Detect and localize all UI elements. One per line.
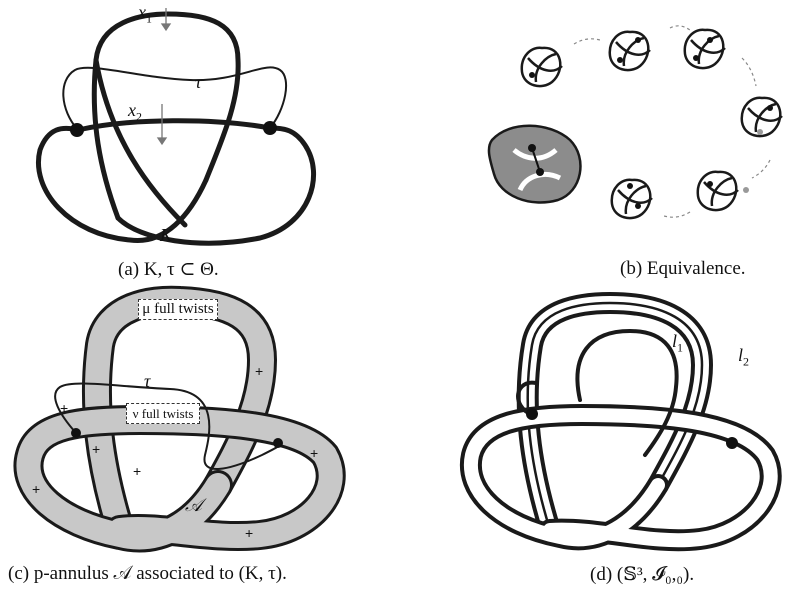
plus-1: + xyxy=(60,400,69,416)
panel-d: l1 l2 (d) (𝕊³, 𝓘₀,₀). xyxy=(440,291,796,593)
knot-theta-diagram xyxy=(36,8,316,246)
edge-x2 xyxy=(75,118,273,133)
knot-stage-4 xyxy=(740,96,784,138)
label-x1: x1 xyxy=(138,2,152,26)
plus-7: + xyxy=(310,445,319,461)
vertex-left xyxy=(70,123,84,137)
vertex-right-d xyxy=(726,437,738,449)
plus-5: + xyxy=(32,481,41,497)
knot-right-lobe xyxy=(115,125,316,246)
knot-stage-3 xyxy=(683,28,727,70)
caption-b: (b) Equivalence. xyxy=(620,258,746,279)
box-mu-twists: μ full twists xyxy=(138,299,218,320)
panel-b: (b) Equivalence. xyxy=(470,0,796,290)
knot-left-lobe xyxy=(36,125,209,244)
caption-c: (c) p-annulus 𝒜 associated to (K, τ). xyxy=(8,563,287,584)
knot-diagonal-1 xyxy=(93,57,188,228)
vertex-left-d xyxy=(526,408,538,420)
label-x2: x2 xyxy=(128,100,142,124)
knot-final-shaded xyxy=(487,124,582,204)
curve-l1 xyxy=(575,328,679,457)
knot-stage-5 xyxy=(696,170,749,212)
plus-3: + xyxy=(92,441,101,457)
label-annulus: 𝒜 xyxy=(185,495,203,515)
annulus-diagram xyxy=(13,285,346,553)
plus-4: + xyxy=(133,463,142,479)
plus-2: + xyxy=(255,363,264,379)
knot-top-arc xyxy=(91,11,241,221)
plus-6: + xyxy=(245,525,254,541)
label-K: K xyxy=(160,225,173,245)
tau-arc xyxy=(54,382,281,470)
panel-a: x1 τ x2 K (a) K, τ ⊂ Θ. xyxy=(0,0,400,290)
knot-stage-1 xyxy=(520,46,564,88)
knot-stage-2 xyxy=(608,30,652,72)
vertex-right xyxy=(263,121,277,135)
knot-stage-6 xyxy=(610,178,654,220)
label-l1: l1 xyxy=(672,331,684,355)
equivalence-diagram xyxy=(487,25,784,220)
panel-c: μ full twists ν full twists τ 𝒜 + + + + … xyxy=(0,285,400,593)
tau-arc xyxy=(62,66,288,131)
caption-a: (a) K, τ ⊂ Θ. xyxy=(118,259,219,280)
box-nu-twists: ν full twists xyxy=(126,403,200,424)
label-tau-c: τ xyxy=(144,371,151,391)
tau-endpoint-right xyxy=(273,438,283,448)
handlebody-diagram xyxy=(459,291,782,552)
tau-endpoint-left xyxy=(71,428,81,438)
caption-d: (d) (𝕊³, 𝓘₀,₀). xyxy=(590,564,695,585)
label-l2: l2 xyxy=(738,345,750,369)
label-tau: τ xyxy=(195,72,202,92)
